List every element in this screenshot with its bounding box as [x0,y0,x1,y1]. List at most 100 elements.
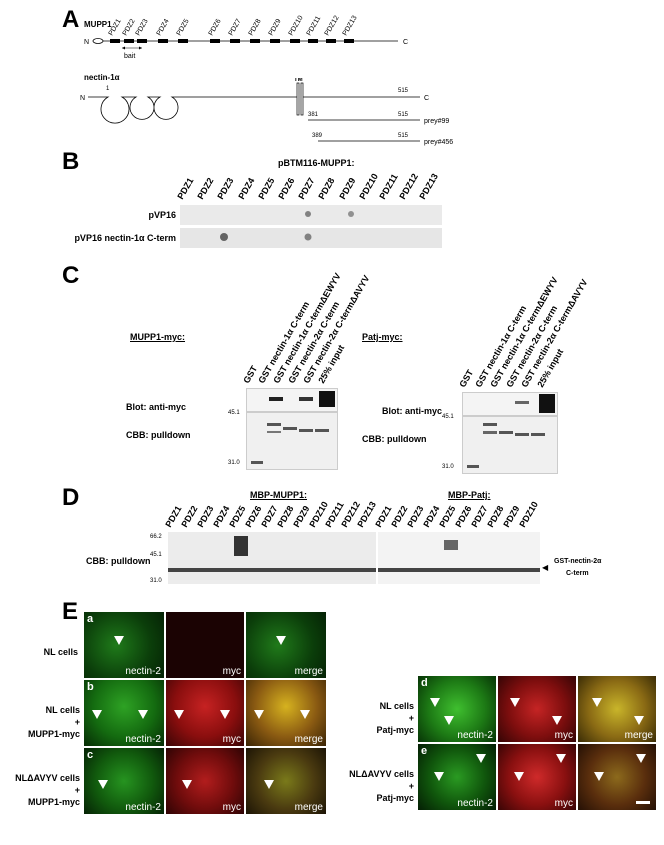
e-c-nectin2-label: nectin-2 [125,802,161,813]
e-b-nectin2-image: b nectin-2 [84,680,164,746]
c-left-lane-1: GST [241,363,260,385]
e-a-nectin2-image: a nectin-2 [84,612,164,678]
d-mw-3: 31.0 [150,578,162,584]
pdz-label-12: PDZ12 [324,15,341,37]
pdz-box-13 [344,39,354,43]
e-e-nectin2-image: e nectin-2 [418,744,496,810]
e-d-nectin2-image: d nectin-2 [418,676,496,742]
c-right-band-input [539,394,555,413]
e-c-arrowhead-2 [182,780,192,789]
e-c-myc-label: myc [222,802,241,813]
b-row1-label: pVP16 [148,210,176,220]
pdz-label-8: PDZ8 [248,18,263,37]
e-a-myc-label: myc [222,666,241,677]
e-c-merge-label: merge [294,802,323,813]
c-left-mw-low: 31.0 [228,460,240,466]
pdz-boxes [110,39,354,43]
e-e-arrowhead-5 [594,772,604,781]
b-colonies [220,211,354,241]
pdz-box-12 [326,39,336,43]
e-e-nectin2-label: nectin-2 [457,798,493,809]
d-mupp1-col-1: PDZ1 [163,504,184,529]
l27-domain [92,38,104,44]
b-col-6: PDZ6 [276,176,297,201]
e-a-myc-image: myc [166,612,244,678]
prey2-name: prey#456 [424,139,453,146]
e-c-sublabel: c [87,749,94,761]
e-row-a-label: NL cells [43,647,78,657]
c-right-cbb-label: CBB: pulldown [362,434,427,444]
d-patj-gel [378,532,540,584]
d-patj-header: MBP-Patj: [448,490,491,500]
d-mupp1-header: MBP-MUPP1: [250,490,308,500]
e-a-sublabel: a [87,613,94,625]
pdz-label-11: PDZ11 [306,15,323,37]
pdz-box-1 [110,39,120,43]
e-d-arrowhead-2 [444,716,454,725]
panel-label-a: A [62,6,80,33]
panel-label-c: C [62,262,80,289]
e-a-arrowhead-1 [114,636,124,645]
e-a-merge-image: merge [246,612,326,678]
c-right-title: Patj-myc: [362,332,403,342]
e-row-d-line2: + [408,713,414,723]
bait-arrow-left [122,46,125,50]
nectin-c-terminus: C [424,95,429,102]
e-d-arrowhead-4 [552,716,562,725]
c-left-cbb-gel [246,412,338,470]
e-a-nectin2-label: nectin-2 [125,666,161,677]
e-row-b-label: NL cells + MUPP1-myc [8,704,80,740]
pdz-label-9: PDZ9 [268,18,283,37]
pdz-box-7 [230,39,240,43]
c-right-blot-label: Blot: anti-myc [382,406,443,416]
b-col-4: PDZ4 [235,176,257,201]
tm-bar-2 [300,82,304,116]
tm-bar-1 [296,82,300,116]
e-b-arrowhead-3 [174,710,184,719]
scale-bar [636,801,650,804]
e-d-sublabel: d [421,677,428,689]
pdz-label-5: PDZ5 [176,18,191,37]
b-col-2: PDZ2 [195,176,216,201]
e-row-b-line3: MUPP1-myc [27,729,80,739]
pdz-box-10 [290,39,300,43]
e-d-arrowhead-3 [510,698,520,707]
e-c-arrowhead-1 [98,780,108,789]
e-e-merge-image: merge [578,744,656,810]
c-right-band-1 [515,401,529,404]
d-mupp1-gel [168,532,376,584]
e-a-merge-label: merge [294,666,323,677]
e-e-myc-label: myc [554,798,573,809]
mupp1-n-terminus: N [84,39,89,46]
panel-label-b: B [62,148,80,175]
e-b-arrowhead-6 [300,710,310,719]
e-b-merge-label: merge [294,734,323,745]
b-row2-label: pVP16 nectin-1α C-term [74,233,176,243]
e-row-e-line3: Patj-myc [376,793,414,803]
c-right-lane-5: GST nectin-2α C-termΔAVYV [519,277,590,389]
c-left-title: MUPP1-myc: [130,332,186,342]
c-right-cbb-gel [462,416,558,474]
nectin-n-terminus: N [80,95,85,102]
e-b-arrowhead-1 [92,710,102,719]
b-header: pBTM116-MUPP1: [278,158,355,168]
nectin-end-residue: 515 [398,88,409,94]
e-d-arrowhead-1 [430,698,440,707]
b-col-13: PDZ13 [417,171,441,201]
e-d-arrowhead-6 [634,716,644,725]
c-right-lane-1: GST [457,367,476,389]
c-left-band-1 [269,397,283,401]
d-band-label-1: GST-nectin-2α [554,558,602,565]
mupp1-c-terminus: C [403,39,408,46]
e-c-merge-image: merge [246,748,326,814]
b-col-7: PDZ7 [296,176,317,201]
pdz-label-7: PDZ7 [228,18,243,37]
e-row-b-line2: + [74,717,80,727]
e-row-c-line2: + [74,785,80,795]
e-d-myc-label: myc [554,730,573,741]
e-d-merge-image: merge [578,676,656,742]
e-d-merge-label: merge [624,730,653,741]
b-col-3: PDZ3 [215,176,236,201]
e-b-merge-image: merge [246,680,326,746]
